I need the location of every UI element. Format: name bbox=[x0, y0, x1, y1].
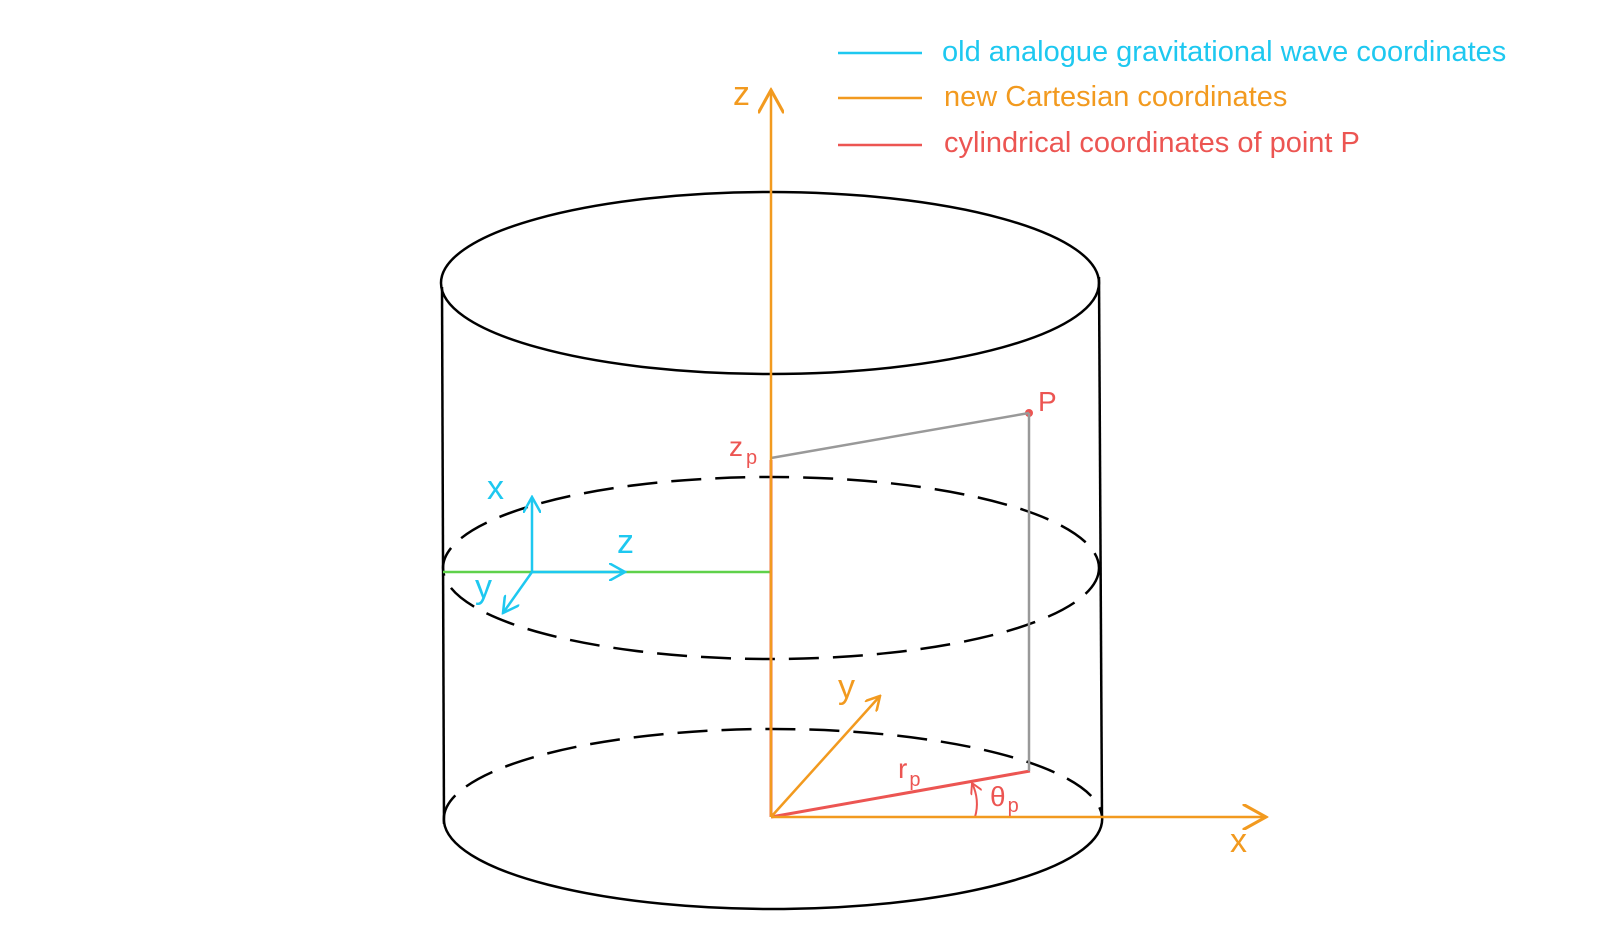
legend-label-old: old analogue gravitational wave coordina… bbox=[942, 36, 1506, 68]
theta-p-arc bbox=[972, 783, 977, 818]
r-p-label-base: r bbox=[898, 753, 907, 784]
old-x-label: x bbox=[487, 469, 504, 507]
theta-p-label-base: θ bbox=[990, 781, 1006, 812]
legend-item-cylindrical: cylindrical coordinates of point P bbox=[838, 127, 1360, 159]
legend-item-old-coordinates: old analogue gravitational wave coordina… bbox=[838, 36, 1506, 68]
r-p-label-sub: p bbox=[909, 769, 920, 791]
new-z-label: z bbox=[733, 75, 750, 113]
legend-label-cylindrical: cylindrical coordinates of point P bbox=[944, 127, 1360, 159]
legend-label-new: new Cartesian coordinates bbox=[944, 81, 1287, 113]
projection-to-z-axis bbox=[770, 411, 1030, 460]
point-p-label: P bbox=[1038, 386, 1057, 417]
z-p-label-base: z bbox=[729, 431, 743, 462]
new-x-label: x bbox=[1230, 822, 1247, 860]
new-y-label: y bbox=[838, 668, 855, 706]
cylinder-left-side bbox=[440, 286, 446, 825]
new-cartesian-axes bbox=[771, 90, 1266, 817]
cylinder-right-side bbox=[1097, 276, 1104, 819]
legend-item-new-cartesian: new Cartesian coordinates bbox=[838, 81, 1287, 113]
new-y-axis bbox=[770, 696, 880, 818]
cylinder-bottom-back-arc bbox=[442, 727, 1104, 823]
cylinder-bottom-front-arc bbox=[442, 815, 1104, 911]
theta-p-label-sub: p bbox=[1008, 795, 1019, 817]
old-z-label: z bbox=[617, 523, 634, 561]
old-y-axis bbox=[503, 571, 534, 613]
legend: old analogue gravitational wave coordina… bbox=[838, 36, 1506, 159]
r-p-segment bbox=[770, 769, 1031, 819]
projection-lines bbox=[770, 411, 1031, 771]
old-coordinate-axes bbox=[503, 497, 625, 613]
z-p-label-sub: p bbox=[746, 447, 757, 469]
old-y-label: y bbox=[475, 568, 492, 606]
